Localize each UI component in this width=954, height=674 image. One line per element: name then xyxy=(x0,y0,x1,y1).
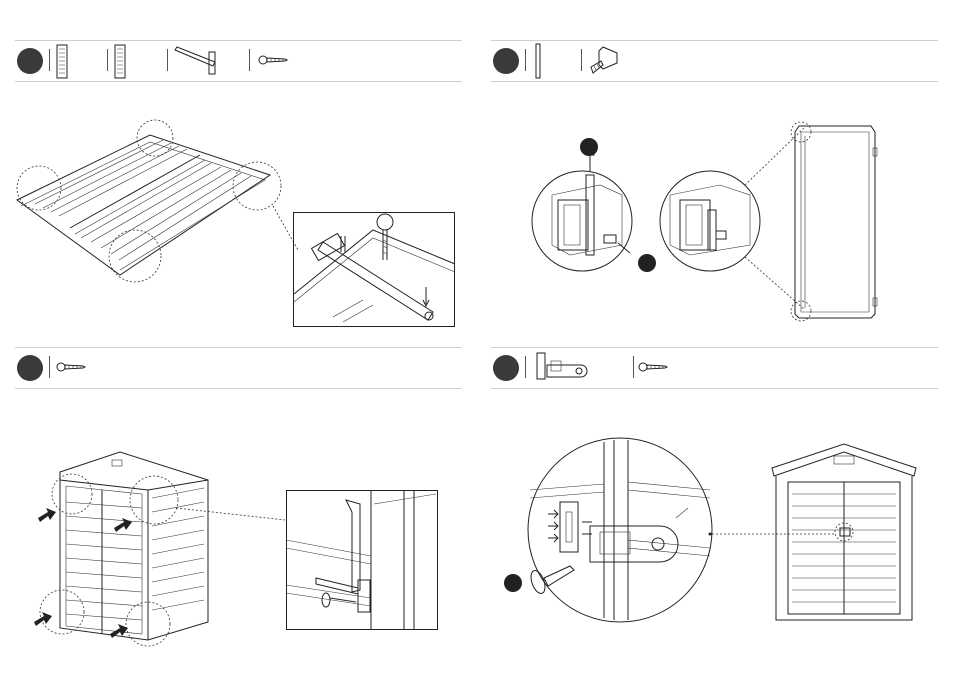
door-latch-icon xyxy=(533,351,589,385)
latch-install-detail xyxy=(500,430,740,630)
separator xyxy=(49,356,50,378)
marker-badge xyxy=(504,574,522,592)
step-badge xyxy=(17,48,43,74)
separator xyxy=(249,49,250,71)
separator xyxy=(525,356,526,378)
separator xyxy=(633,356,634,378)
callout-circle xyxy=(40,590,84,634)
hinge-detail-box xyxy=(293,212,455,327)
parts-band xyxy=(491,347,938,389)
rod-pin-icon xyxy=(533,43,543,81)
parts-band xyxy=(491,40,938,82)
door-frame-illustration xyxy=(785,118,880,328)
step-badge xyxy=(493,48,519,74)
callout-circle xyxy=(130,476,178,524)
separator xyxy=(107,49,108,71)
callout-circle xyxy=(52,474,92,514)
separator xyxy=(525,49,526,71)
marker-badge xyxy=(638,254,656,272)
shed-front-illustration xyxy=(770,442,918,624)
step-badge xyxy=(17,355,43,381)
separator xyxy=(49,49,50,71)
callout-circle xyxy=(109,230,161,282)
screw-icon xyxy=(639,360,669,374)
marker-badge xyxy=(580,138,598,156)
shed-illustration xyxy=(30,450,220,650)
parts-band xyxy=(15,40,462,82)
door-panel-illustration xyxy=(15,110,295,290)
bolt-nut-icon xyxy=(587,45,621,77)
separator xyxy=(581,49,582,71)
step-badge xyxy=(493,355,519,381)
screw-icon xyxy=(57,360,87,374)
separator xyxy=(167,49,168,71)
hinge-screw-detail-box xyxy=(286,490,438,630)
screw-icon xyxy=(259,53,289,67)
panel-part-icon xyxy=(55,44,71,80)
callout-circle xyxy=(233,162,281,210)
panel-part-icon xyxy=(113,44,129,80)
hinge-bracket-icon xyxy=(173,46,223,76)
parts-band xyxy=(15,347,462,389)
callout-circle xyxy=(17,166,61,210)
